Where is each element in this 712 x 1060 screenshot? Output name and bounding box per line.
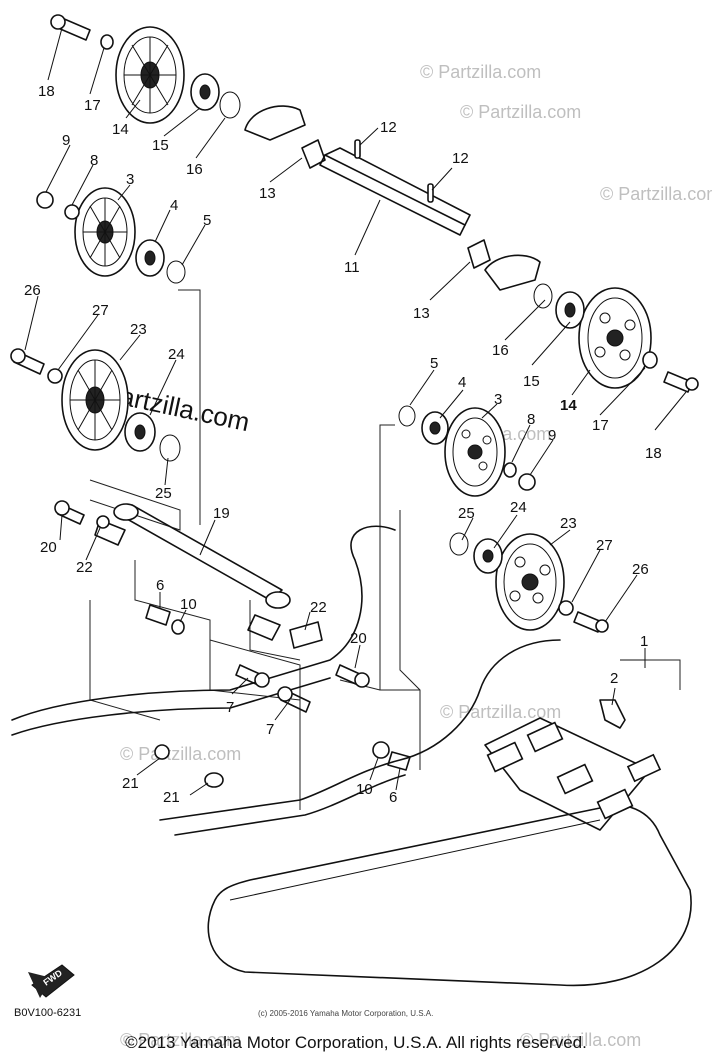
callout-8: 8 bbox=[527, 411, 535, 428]
callout-16: 16 bbox=[186, 161, 203, 178]
callout-13: 13 bbox=[259, 185, 276, 202]
callout-4: 4 bbox=[458, 374, 466, 391]
callout-21: 21 bbox=[163, 789, 180, 806]
callout-17: 17 bbox=[84, 97, 101, 114]
callout-25: 25 bbox=[458, 505, 475, 522]
callout-16: 16 bbox=[492, 342, 509, 359]
callout-numbers: 18 17 14 15 16 13 12 12 11 13 9 8 3 4 5 … bbox=[24, 83, 662, 806]
watermark-text: © Partzilla.com bbox=[440, 702, 561, 722]
callout-5: 5 bbox=[203, 212, 211, 229]
watermark-text: © Partzilla.com bbox=[600, 184, 712, 204]
wheel-3-left bbox=[36, 187, 186, 284]
callout-20: 20 bbox=[350, 630, 367, 647]
callout-18: 18 bbox=[38, 83, 55, 100]
upper-shaft bbox=[244, 105, 541, 291]
callout-23: 23 bbox=[130, 321, 147, 338]
callout-12: 12 bbox=[380, 119, 397, 136]
watermark-text: © Partzilla.com bbox=[420, 62, 541, 82]
callout-22: 22 bbox=[76, 559, 93, 576]
callout-24: 24 bbox=[510, 499, 527, 516]
callout-5: 5 bbox=[430, 355, 438, 372]
assembly-guide-lines bbox=[89, 289, 681, 810]
callout-3: 3 bbox=[494, 391, 502, 408]
callout-27: 27 bbox=[596, 537, 613, 554]
watermark-text: © Partzilla.com bbox=[460, 102, 581, 122]
wheel-23-right bbox=[449, 532, 609, 633]
callout-20: 20 bbox=[40, 539, 57, 556]
callout-6: 6 bbox=[389, 789, 397, 806]
callout-leaders bbox=[24, 27, 687, 796]
callout-10: 10 bbox=[356, 781, 373, 798]
callout-14: 14 bbox=[560, 397, 577, 414]
callout-21: 21 bbox=[122, 775, 139, 792]
callout-17: 17 bbox=[592, 417, 609, 434]
slide-rails bbox=[11, 525, 561, 836]
callout-9: 9 bbox=[62, 132, 70, 149]
callout-7: 7 bbox=[266, 721, 274, 738]
callout-3: 3 bbox=[126, 171, 134, 188]
callout-7: 7 bbox=[226, 699, 234, 716]
forward-arrow-icon: FWD bbox=[28, 964, 75, 998]
callout-18: 18 bbox=[645, 445, 662, 462]
callout-23: 23 bbox=[560, 515, 577, 532]
watermark-text: © Partzilla.com bbox=[120, 744, 241, 764]
callout-15: 15 bbox=[152, 137, 169, 154]
callout-24: 24 bbox=[168, 346, 185, 363]
callout-2: 2 bbox=[610, 670, 618, 687]
callout-13: 13 bbox=[413, 305, 430, 322]
callout-12: 12 bbox=[452, 150, 469, 167]
copyright-small-text: (c) 2005-2016 Yamaha Motor Corporation, … bbox=[258, 1009, 433, 1018]
callout-8: 8 bbox=[90, 152, 98, 169]
callout-26: 26 bbox=[24, 282, 41, 299]
callout-9: 9 bbox=[548, 427, 556, 444]
copyright-footer: ©2013 Yamaha Motor Corporation, U.S.A. A… bbox=[125, 1033, 587, 1052]
callout-25: 25 bbox=[155, 485, 172, 502]
callout-10: 10 bbox=[180, 596, 197, 613]
callout-6: 6 bbox=[156, 577, 164, 594]
callout-19: 19 bbox=[213, 505, 230, 522]
callout-4: 4 bbox=[170, 197, 178, 214]
diagram-code: B0V100-6231 bbox=[14, 1007, 81, 1019]
callout-14: 14 bbox=[112, 121, 129, 138]
callout-1: 1 bbox=[640, 633, 648, 650]
drive-track bbox=[207, 699, 692, 987]
callout-11: 11 bbox=[344, 259, 360, 276]
watermark-text: © Partzilla.com bbox=[120, 1030, 241, 1050]
wheel-3-right bbox=[398, 405, 536, 497]
callout-15: 15 bbox=[523, 373, 540, 390]
wheel-14-left bbox=[50, 14, 241, 124]
callout-27: 27 bbox=[92, 302, 109, 319]
axle bbox=[94, 503, 291, 641]
wheel-14-right bbox=[533, 283, 699, 393]
callout-26: 26 bbox=[632, 561, 649, 578]
wheel-23-left bbox=[10, 348, 181, 462]
callout-22: 22 bbox=[310, 599, 327, 616]
small-fasteners bbox=[54, 500, 411, 788]
watermark-text: © Partzilla.com bbox=[520, 1030, 641, 1050]
